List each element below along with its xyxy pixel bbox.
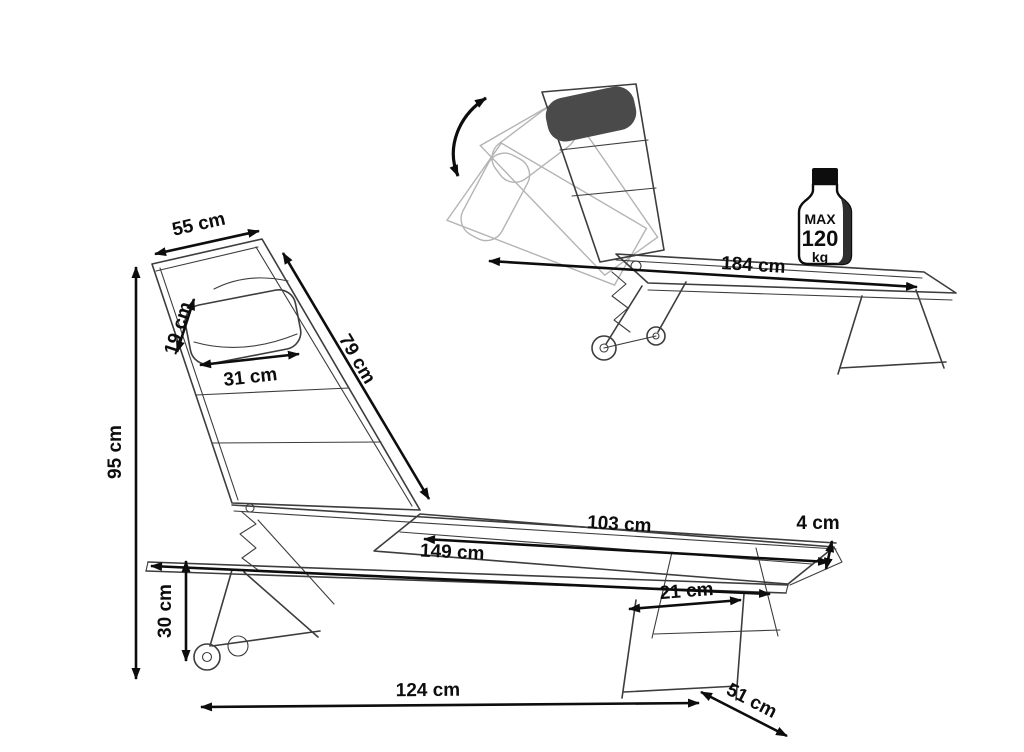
ratchet-zigzag (239, 511, 259, 571)
rear-left-leg (257, 519, 335, 605)
ratchet-zigzag (611, 271, 631, 333)
recline-arrow-icon (449, 96, 487, 177)
dimension-arrow (175, 298, 196, 353)
wheel-hub (599, 343, 609, 353)
rail-end-caps (145, 561, 789, 594)
dim-leg-stance: 21 cm (628, 579, 742, 613)
dimension-lines: 55 cm 19 cm 31 cm 79 cm 95 cm 30 cm (105, 209, 840, 738)
pillow-strap (213, 277, 289, 290)
dimension-arrow (281, 252, 431, 500)
seat-right-tip (789, 546, 843, 586)
dimension-label: 124 cm (396, 680, 461, 702)
dimension-arrow (700, 690, 788, 738)
weight-bottle-cap (812, 168, 838, 184)
dimension-arrow (150, 562, 771, 598)
dim-seat-length: 103 cm (423, 512, 830, 566)
dim-total-length-flat: 184 cm (488, 253, 918, 291)
dim-backrest-top-width: 55 cm (154, 209, 260, 257)
wheel-axle (603, 335, 657, 349)
dimension-label: 149 cm (420, 540, 485, 564)
wheel-hub (652, 332, 660, 340)
max-load-weight-icon: MAX 120 kg (797, 168, 853, 266)
right-rear-crossbar (653, 629, 781, 635)
lounger-sketch (145, 238, 843, 701)
dim-pillow-width: 31 cm (199, 350, 300, 391)
backrest-frame (151, 238, 421, 511)
backrest-frame (541, 83, 665, 263)
max-load-unit: kg (812, 249, 828, 265)
dimension-label: 4 cm (796, 513, 839, 534)
dimension-label: 184 cm (721, 253, 787, 278)
bed-near-rail (647, 289, 953, 301)
flat-right-leg (837, 295, 863, 375)
dimension-arrow (823, 540, 835, 570)
backrest-right-tube (255, 246, 413, 507)
dimension-arrow (423, 535, 830, 566)
ghost-backrest-flat (439, 120, 657, 331)
recline-view: MAX 120 kg 184 cm (439, 83, 957, 375)
dimension-label: 95 cm (105, 425, 126, 479)
wheel-icon (591, 335, 617, 361)
dim-seat-height: 30 cm (155, 560, 191, 662)
right-front-leg (735, 593, 745, 701)
dimension-arrow (488, 257, 918, 291)
left-crossbar (211, 630, 321, 647)
flat-right-crossbar (839, 361, 947, 369)
dim-overall-height: 95 cm (105, 266, 141, 680)
dimension-label: 51 cm (723, 679, 781, 722)
dimension-arrow (200, 698, 700, 712)
dimension-label: 79 cm (334, 331, 379, 388)
dim-backrest-length: 79 cm (281, 252, 431, 500)
far-rail-inner (233, 510, 837, 550)
dimension-arrow (154, 228, 260, 257)
flat-left-leg (657, 281, 687, 333)
right-front-leg (621, 599, 637, 699)
dim-frame-profile: 4 cm (796, 513, 840, 570)
far-rail (231, 504, 837, 544)
backrest-slat-line (195, 387, 350, 396)
rear-wheel-icon (227, 635, 249, 657)
main-view: 55 cm 19 cm 31 cm 79 cm 95 cm 30 cm (105, 209, 843, 738)
backrest-left-tube (159, 267, 239, 501)
wheel-hub (201, 651, 213, 663)
wheel-icon (646, 326, 666, 346)
backrest-slat-line (559, 139, 649, 151)
pillow-seam (193, 333, 298, 348)
dimension-arrow (628, 596, 742, 613)
front-wheel-icon (193, 643, 221, 671)
backrest-slat-line (211, 441, 382, 444)
front-left-leg (209, 569, 233, 647)
dim-lying-length: 149 cm (150, 540, 771, 598)
front-right-leg (243, 571, 319, 638)
dimension-label: 103 cm (587, 512, 653, 537)
dimension-label: 55 cm (170, 209, 227, 241)
weight-bottle-shade (836, 199, 851, 264)
flat-left-leg (605, 285, 643, 345)
dimension-label: 31 cm (222, 364, 278, 391)
right-crossbar (623, 685, 739, 693)
max-load-prefix: MAX (804, 211, 836, 227)
max-load-value: 120 (802, 226, 839, 251)
headrest-pillow-dark (545, 86, 637, 142)
raised-backrest (541, 83, 665, 263)
backrest-slat-line (571, 187, 657, 197)
dimension-label: 21 cm (659, 579, 714, 604)
dim-base-length: 124 cm (200, 680, 700, 712)
dimension-label: 30 cm (155, 584, 176, 638)
flat-right-leg (915, 289, 945, 369)
